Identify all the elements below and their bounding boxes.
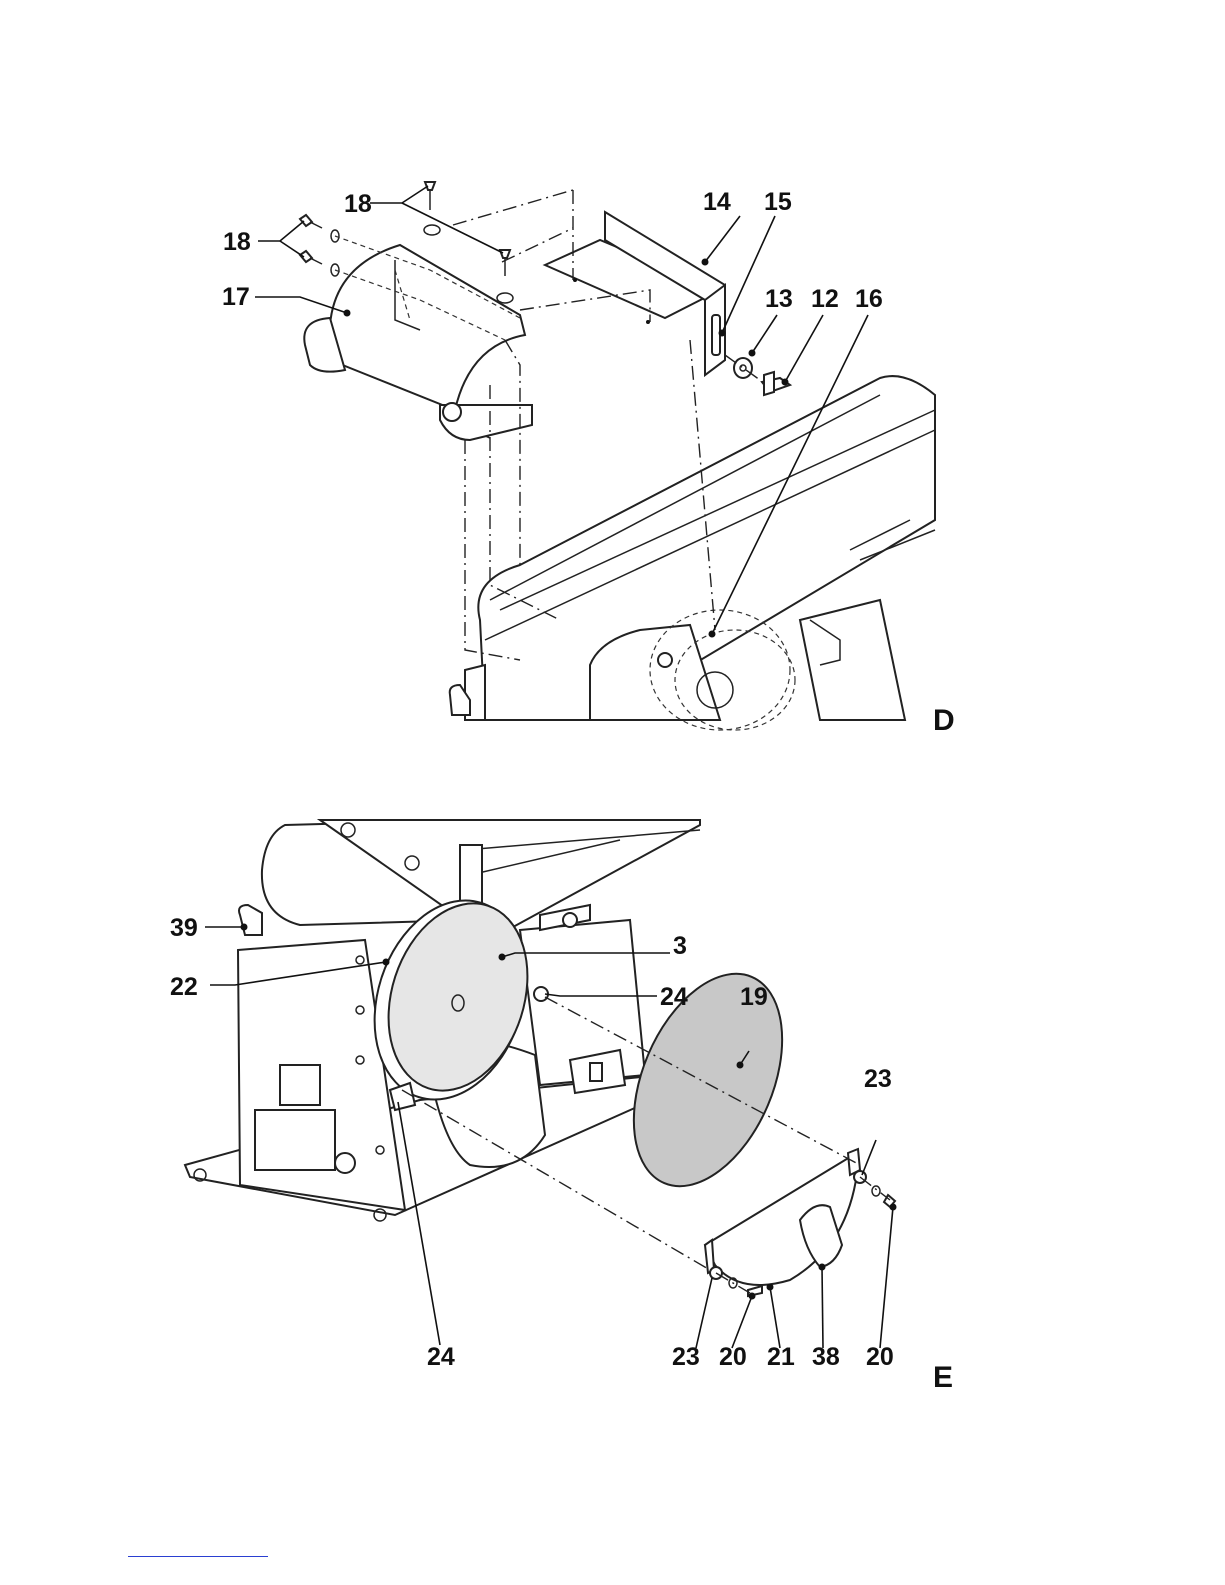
label-24-bottom: 24: [427, 1343, 455, 1371]
label-23-bottom: 23: [672, 1343, 700, 1371]
label-20-right: 20: [866, 1343, 894, 1371]
label-22: 22: [170, 973, 198, 1001]
label-17: 17: [222, 283, 250, 311]
label-20-left: 20: [719, 1343, 747, 1371]
label-39: 39: [170, 914, 198, 942]
label-12: 12: [811, 285, 839, 313]
label-18-left: 18: [223, 228, 251, 256]
label-3: 3: [673, 932, 687, 960]
label-19: 19: [740, 983, 768, 1011]
figure-e: 39 22 3 24 19 23 24 23 20 21 38 20 E: [0, 745, 1225, 1525]
label-15: 15: [764, 188, 792, 216]
half-guard-21: [705, 1149, 895, 1296]
figure-letter-e: E: [933, 1361, 953, 1394]
label-14: 14: [703, 188, 731, 216]
footnote-rule: [128, 1556, 268, 1557]
label-23-right: 23: [864, 1065, 892, 1093]
washer-13-bolt-12: [734, 358, 790, 395]
label-18-top: 18: [344, 190, 372, 218]
figure-d-drawing: 18 18 17 14 15 13 12 16 D: [0, 0, 1225, 745]
label-16: 16: [855, 285, 883, 313]
base-left: [450, 665, 485, 720]
label-21: 21: [767, 1343, 795, 1371]
label-38: 38: [812, 1343, 840, 1371]
figure-letter-d: D: [933, 704, 955, 737]
figure-e-drawing: 39 22 3 24 19 23 24 23 20 21 38 20 E: [0, 745, 1225, 1525]
bracket-14: [545, 212, 725, 375]
label-24-right: 24: [660, 983, 688, 1011]
label-13: 13: [765, 285, 793, 313]
figure-d: 18 18 17 14 15 13 12 16 D: [0, 0, 1225, 745]
